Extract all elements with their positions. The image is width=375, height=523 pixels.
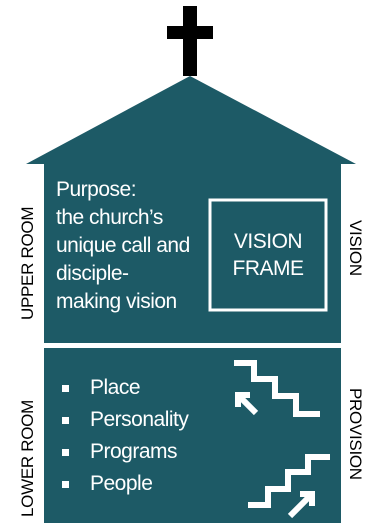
list-item-label: Personality: [90, 408, 189, 431]
cross-vertical: [183, 6, 197, 76]
lower-room-block: [44, 348, 341, 523]
stairs-up-left-icon: [234, 360, 320, 417]
bullet-icon: [62, 480, 69, 488]
vision-frame-line: FRAME: [232, 257, 305, 280]
bullet-icon: [62, 416, 69, 424]
purpose-line: making vision: [56, 290, 177, 313]
provision-list: Place Personality Programs People: [60, 372, 189, 500]
list-item: Personality: [60, 404, 189, 436]
provision-label: PROVISION: [346, 388, 365, 480]
list-item-label: People: [90, 472, 153, 495]
stairs-up-right-icon: [248, 454, 330, 519]
list-item: People: [60, 468, 188, 500]
upper-room-block: [26, 76, 356, 343]
purpose-line: disciple-: [56, 262, 129, 285]
vision-frame-line: VISION: [233, 230, 303, 253]
bullet-icon: [62, 384, 69, 392]
upper-room-label: UPPER ROOM: [18, 206, 37, 320]
bullet-icon: [62, 448, 69, 456]
cross-horizontal: [167, 26, 213, 39]
purpose-line: Purpose:: [56, 178, 137, 201]
list-item: Place: [60, 372, 188, 404]
lower-room-label: LOWER ROOM: [18, 400, 37, 517]
purpose-text: Purpose: the church’s unique call and di…: [56, 176, 206, 316]
purpose-line: the church’s: [56, 206, 163, 229]
list-item: Programs: [60, 436, 188, 468]
vision-frame-label: VISION FRAME: [210, 200, 326, 310]
list-item-label: Programs: [90, 440, 178, 463]
vision-frame-box: [208, 198, 328, 312]
list-item-label: Place: [90, 376, 141, 399]
vision-label: VISION: [346, 220, 365, 276]
purpose-line: unique call and: [56, 234, 190, 257]
